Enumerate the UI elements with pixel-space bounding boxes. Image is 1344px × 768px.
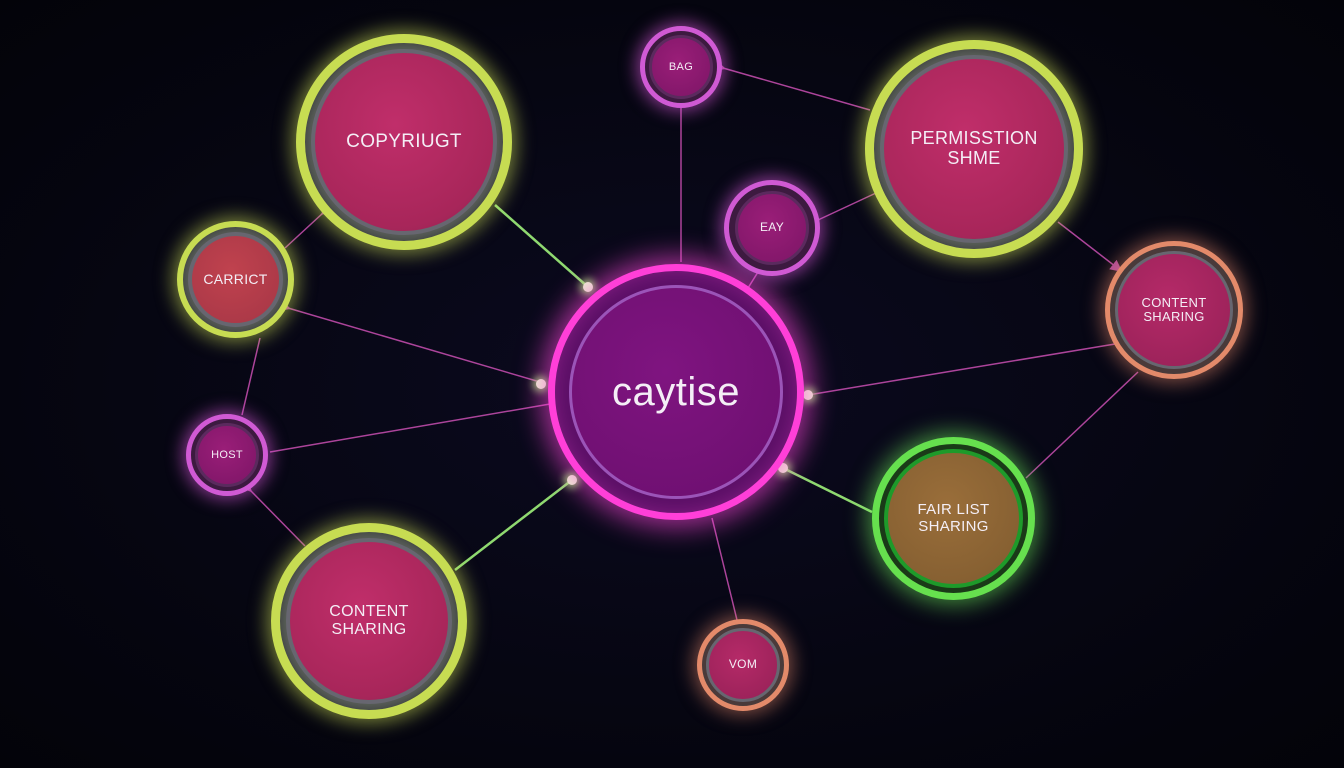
node-vom[interactable]: VOM [697, 619, 789, 711]
edge-eay-permission [807, 192, 877, 230]
node-copyright[interactable]: COPYRIUGT [296, 34, 512, 250]
node-bag-label: BAG [668, 60, 694, 73]
node-bag-inner [649, 35, 713, 99]
edge-center-vom [711, 517, 738, 621]
node-fair-list-label: FAIR LIST SHARING [917, 501, 990, 535]
edge-copyright-carrict [284, 202, 334, 249]
node-permission-inner [880, 55, 1068, 243]
node-copyright-label: COPYRIUGT [346, 130, 462, 152]
node-content-sharing-bottom-inner [286, 538, 452, 704]
node-fair-list[interactable]: FAIR LIST SHARING [872, 437, 1035, 600]
node-bag[interactable]: BAG [640, 26, 722, 108]
node-eay-label: EAY [759, 220, 785, 235]
edge-center-content-sharing-right [807, 343, 1116, 396]
edge-permission-content-sharing-right [1057, 221, 1123, 272]
node-carrict[interactable]: CARRICT [177, 221, 294, 338]
edge-center-content-sharing-bottom [454, 479, 573, 571]
node-content-sharing-bottom[interactable]: CONTENT SHARING [271, 523, 467, 719]
center-node-inner [569, 285, 783, 499]
edge-carrict-center [277, 299, 541, 383]
edge-copyright-center [494, 204, 589, 288]
node-eay-inner [735, 191, 809, 265]
node-host-label: HOST [211, 448, 243, 461]
node-content-sharing-right-inner [1115, 251, 1233, 369]
node-vom-label: VOM [728, 657, 758, 672]
node-vom-inner [706, 628, 780, 702]
edge-center-fair-list [782, 466, 873, 514]
edge-carrict-host [241, 337, 261, 416]
node-carrict-inner [188, 232, 283, 327]
connector-dot [567, 475, 577, 485]
node-carrict-label: CARRICT [203, 270, 268, 287]
node-host[interactable]: HOST [186, 414, 268, 496]
node-content-sharing-right-label: CONTENT SHARING [1141, 294, 1207, 324]
edge-bag-permission [712, 59, 871, 111]
connector-dot [536, 379, 546, 389]
node-content-sharing-bottom-label: CONTENT SHARING [329, 603, 409, 638]
node-permission-label: PERMISSTION SHME [910, 128, 1038, 168]
edge-content-sharing-right-fair-list [1025, 371, 1139, 479]
node-host-inner [195, 423, 259, 487]
edge-host-content-sharing-bottom [239, 479, 306, 547]
node-copyright-inner [311, 49, 497, 235]
node-eay[interactable]: EAY [724, 180, 820, 276]
center-node[interactable]: caytise [548, 264, 804, 520]
node-fair-list-inner [884, 449, 1023, 588]
connector-dot [803, 390, 813, 400]
connector-dot [778, 463, 788, 473]
node-permission[interactable]: PERMISSTION SHME [865, 40, 1083, 258]
node-content-sharing-right[interactable]: CONTENT SHARING [1105, 241, 1243, 379]
center-node-label: caytise [612, 370, 740, 414]
edge-host-center [269, 403, 551, 453]
edge-eay-center [747, 271, 759, 289]
connector-dot [583, 282, 593, 292]
